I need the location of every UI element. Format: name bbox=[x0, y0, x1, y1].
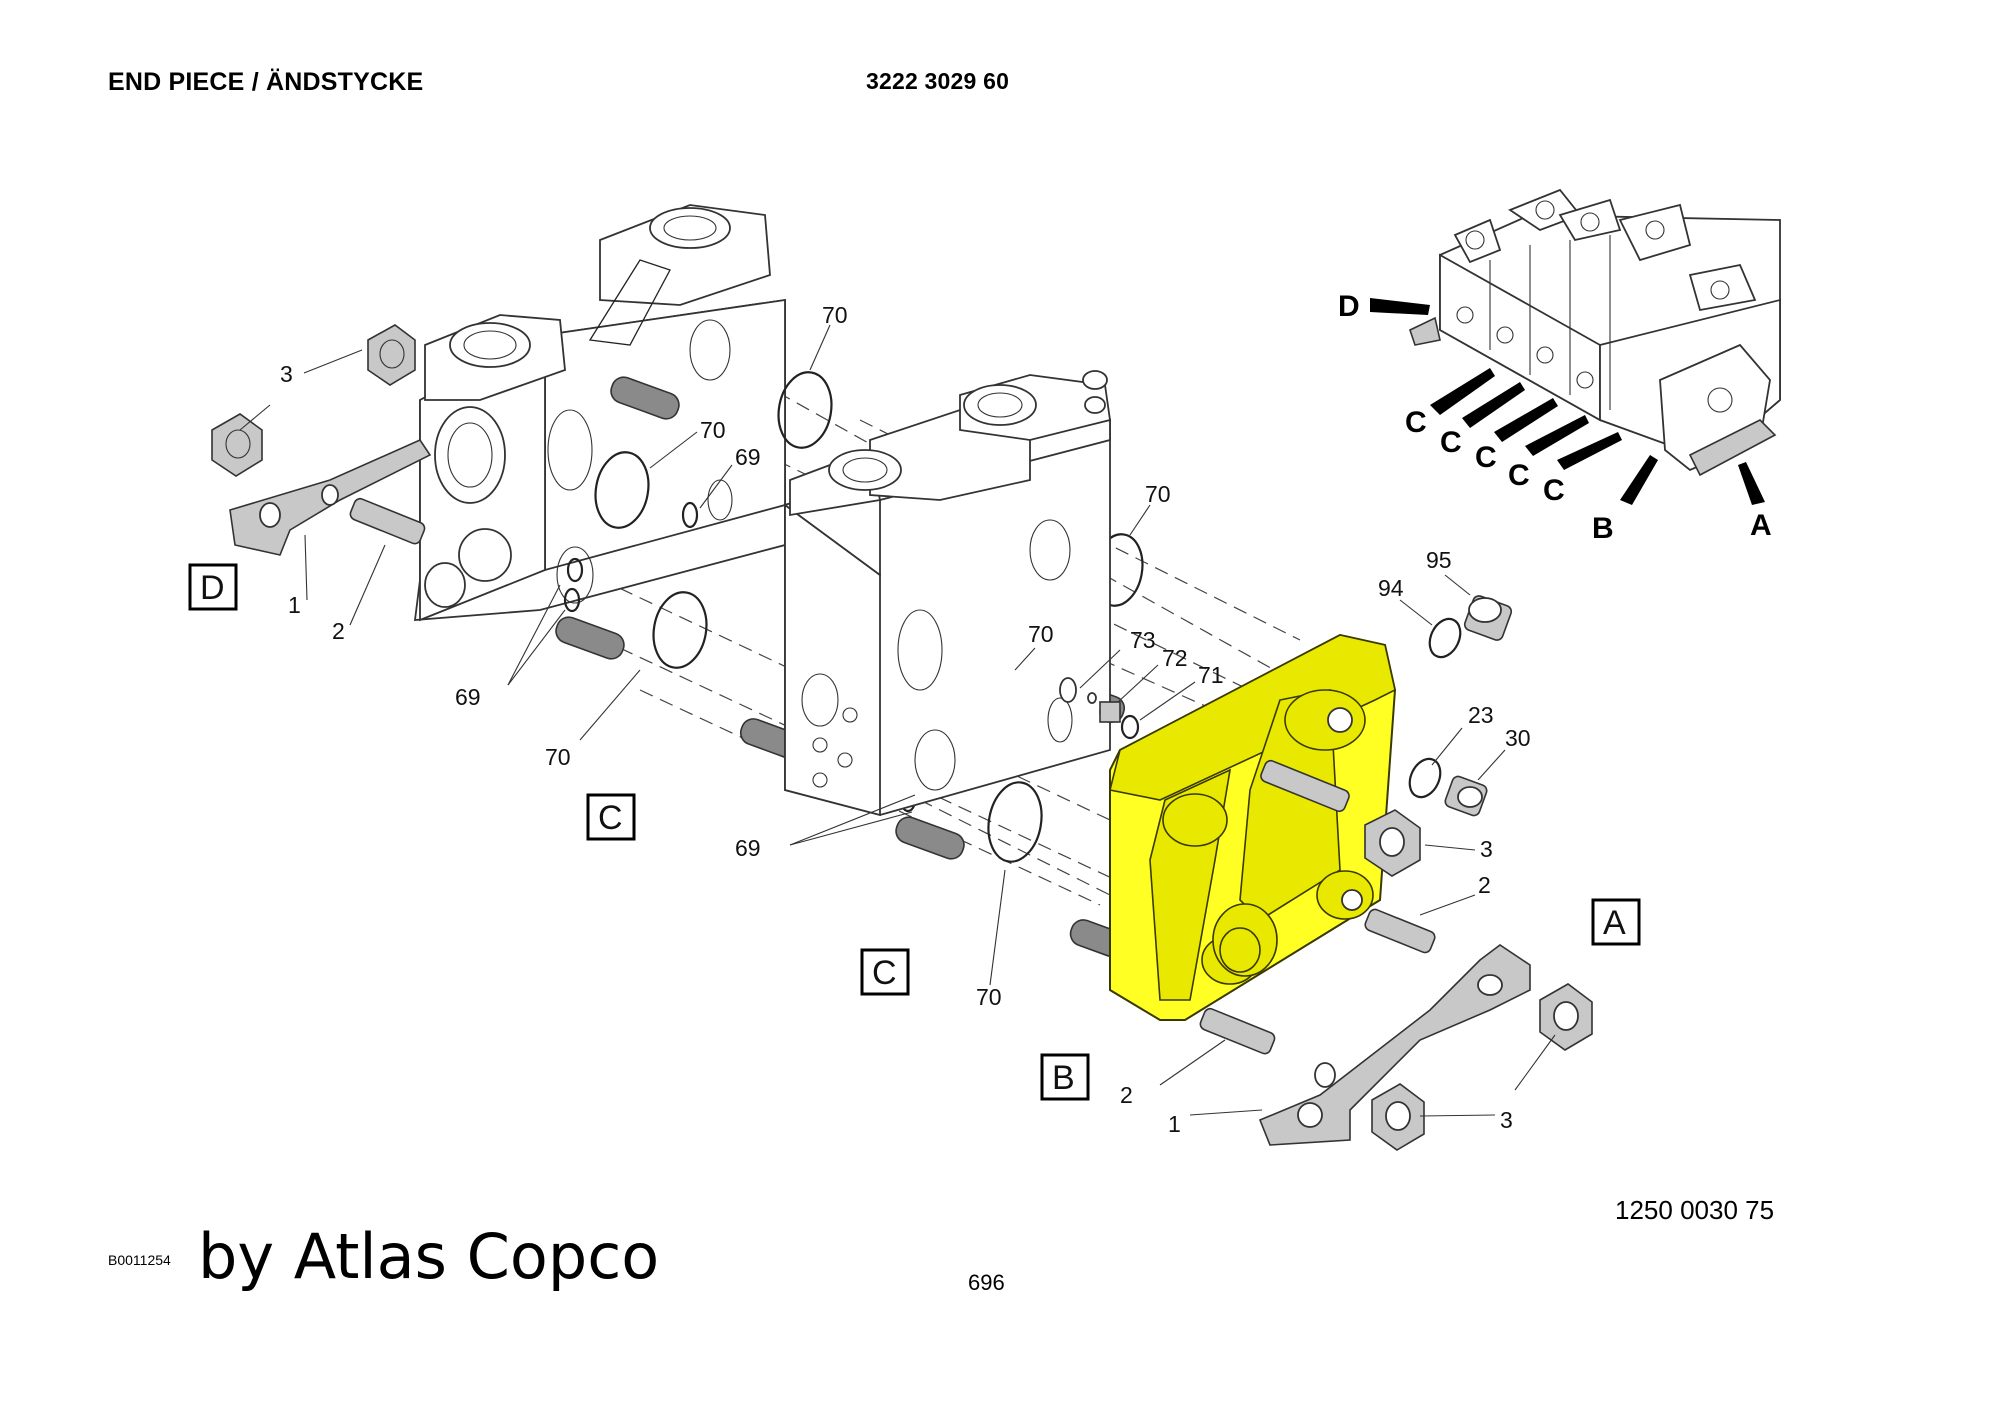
svg-text:B: B bbox=[1052, 1059, 1075, 1097]
callout-2: 2 bbox=[332, 618, 345, 644]
callout-70: 70 bbox=[1145, 481, 1171, 507]
svg-text:A: A bbox=[1603, 904, 1626, 942]
nuts-3 bbox=[211, 324, 1593, 1151]
reference-number: 1250 0030 75 bbox=[1615, 1195, 1775, 1225]
overview-arrows bbox=[1370, 298, 1765, 505]
callout-69: 69 bbox=[735, 835, 761, 861]
callout-2: 2 bbox=[1478, 872, 1491, 898]
page-number: 696 bbox=[968, 1270, 1005, 1295]
leader-lines bbox=[239, 324, 1556, 1117]
callout-1: 1 bbox=[1168, 1111, 1181, 1137]
part-number: 3222 3029 60 bbox=[866, 68, 1010, 94]
overview-label-d: D bbox=[1338, 290, 1360, 323]
overview-label-a: A bbox=[1750, 509, 1772, 542]
section-label-a: A bbox=[1591, 898, 1641, 946]
svg-text:C: C bbox=[598, 799, 623, 837]
callout-94: 94 bbox=[1378, 575, 1404, 601]
callout-1: 1 bbox=[288, 592, 301, 618]
callout-69: 69 bbox=[455, 684, 481, 710]
page-title: END PIECE / ÄNDSTYCKE bbox=[108, 68, 424, 96]
callout-numbers: 70 3 70 69 1 2 69 70 70 70 73 72 71 94 9… bbox=[280, 302, 1531, 1137]
callout-2: 2 bbox=[1120, 1082, 1133, 1108]
overview-label-b: B bbox=[1592, 512, 1614, 545]
overview-labels: D C C C C C B A bbox=[1338, 290, 1772, 545]
studs-2 bbox=[349, 497, 1436, 1055]
callout-69: 69 bbox=[735, 444, 761, 470]
callout-95: 95 bbox=[1426, 547, 1452, 573]
overview-label-c: C bbox=[1543, 474, 1565, 507]
fittings-right bbox=[1408, 595, 1513, 817]
callout-70: 70 bbox=[545, 744, 571, 770]
overview-label-c: C bbox=[1440, 426, 1462, 459]
document-code: B0011254 bbox=[108, 1252, 171, 1268]
callout-30: 30 bbox=[1505, 725, 1531, 751]
callout-23: 23 bbox=[1468, 702, 1494, 728]
callout-70: 70 bbox=[1028, 621, 1054, 647]
callout-70: 70 bbox=[700, 417, 726, 443]
callout-3: 3 bbox=[1480, 836, 1493, 862]
callout-70: 70 bbox=[976, 984, 1002, 1010]
valve-section-rear bbox=[413, 204, 786, 622]
section-label-c-upper: C bbox=[586, 793, 636, 841]
callout-71: 71 bbox=[1198, 662, 1224, 688]
callout-73: 73 bbox=[1130, 627, 1156, 653]
svg-text:C: C bbox=[872, 954, 897, 992]
section-label-c-lower: C bbox=[860, 948, 910, 996]
callout-3: 3 bbox=[280, 361, 293, 387]
svg-text:D: D bbox=[200, 569, 225, 607]
overview-label-c: C bbox=[1475, 441, 1497, 474]
assembly-overview bbox=[1409, 188, 1781, 477]
overview-label-c: C bbox=[1405, 406, 1427, 439]
plug-parts-71-73 bbox=[1059, 677, 1140, 740]
callout-72: 72 bbox=[1162, 645, 1188, 671]
end-piece-highlighted bbox=[1109, 633, 1397, 1021]
section-label-d: D bbox=[188, 563, 238, 611]
section-label-b: B bbox=[1040, 1053, 1090, 1101]
brackets-1 bbox=[229, 438, 1531, 1146]
callout-70: 70 bbox=[822, 302, 848, 328]
brand-caption: by Atlas Copco bbox=[198, 1220, 660, 1293]
callout-3: 3 bbox=[1500, 1107, 1513, 1133]
overview-label-c: C bbox=[1508, 459, 1530, 492]
valve-section-middle bbox=[783, 370, 1112, 817]
